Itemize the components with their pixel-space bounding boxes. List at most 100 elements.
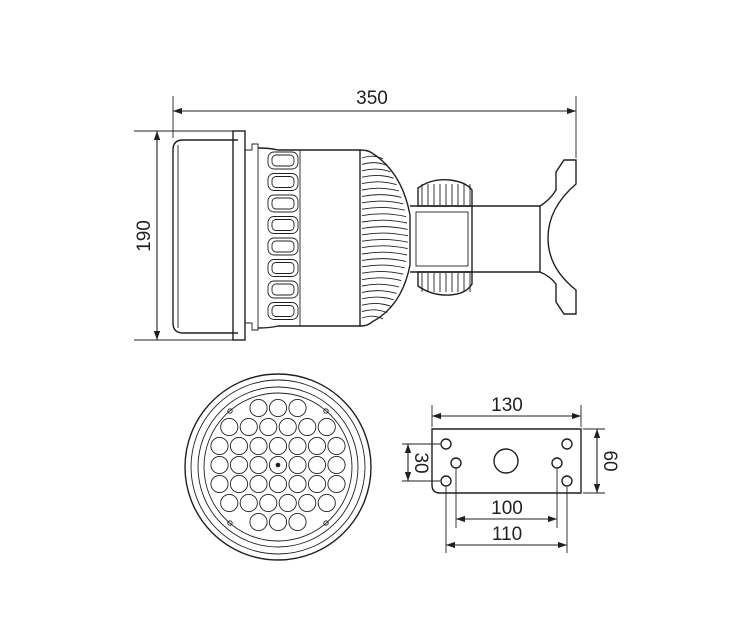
hole-mid-right [551,457,563,469]
fin-line [361,239,409,243]
plate-dimensions: 130 60 30 100 110 [402,395,620,553]
dim-height: 190 [134,220,155,252]
front-lens [172,139,238,334]
plate-center-hole [493,448,519,474]
plate-outline [431,428,582,494]
led-lens [249,436,268,456]
vent-slot [267,151,299,170]
led-lens [278,493,297,513]
vent-slot-inner [271,154,295,167]
fin-line [361,232,409,237]
led-lens [288,436,307,456]
fin-line [361,162,388,166]
fin-line [361,187,400,192]
dim-hole-vertical: 30 [410,452,431,473]
led-lens [307,455,327,475]
led-lens [307,474,327,494]
hole-top-left [440,438,452,450]
led-lens [249,474,268,494]
led-lens [307,436,327,456]
vent-slot [267,237,299,256]
fin-line [361,251,408,256]
led-lens [229,474,249,494]
fin-line [361,290,397,294]
yoke-arm [410,205,473,273]
fin-line [361,194,402,198]
led-lens [210,474,229,494]
front-outer-ring [184,373,372,561]
ring-screw [227,408,233,414]
led-lens [259,417,278,437]
led-lens [278,417,297,437]
led-lens [268,512,288,532]
vent-slot-inner [271,262,295,274]
led-lens [249,512,268,532]
vent-slot [267,194,299,213]
pivot-knob [417,178,473,207]
center-marker [275,462,281,468]
vent-slot-inner [271,240,295,253]
led-lens [327,474,346,494]
ring-screw [227,520,233,526]
vent-slot [267,280,299,299]
led-lens [288,455,307,475]
led-lens [268,455,288,475]
hole-bottom-right [561,475,573,487]
side-dimensions: 350 190 [134,88,577,341]
led-lens [210,455,229,475]
dim-hole-inner: 100 [491,498,523,519]
fin-line [361,303,391,307]
led-lens [288,474,307,494]
fin-line [361,200,404,205]
hole-bottom-left [440,475,452,487]
led-lens [327,436,346,456]
led-lens [298,417,317,437]
dim-plate-height: 60 [599,450,620,471]
front-bezel [232,130,246,341]
fin-line [361,296,394,301]
fin-line [361,207,405,211]
vent-slot-inner [271,176,295,188]
led-lens [268,436,288,456]
led-lens [249,455,268,475]
fin-line [361,219,408,224]
mounting-bracket [539,159,577,315]
hole-top-right [561,438,573,450]
led-lens [317,493,336,513]
fin-line [361,245,408,250]
vent-slots [267,151,299,320]
side-view [172,130,577,341]
led-lens [229,436,249,456]
led-lens [259,493,278,513]
led-lens [268,398,288,418]
led-lens [327,455,346,475]
fin-line [361,264,405,269]
led-lens [317,417,336,437]
fin-line [361,181,397,186]
ring-screw [323,520,329,526]
fin-line [361,277,402,282]
mounting-plate [431,428,582,494]
led-array [210,398,346,532]
fin-line [361,175,394,179]
front-view [184,373,372,561]
vent-slot-inner [271,219,295,231]
fin-line [361,155,384,160]
ring-screw [323,408,329,414]
fin-line [361,168,391,173]
led-lens [249,398,268,418]
fin-line [361,315,384,320]
vent-slot-inner [271,305,295,317]
led-lens [268,474,288,494]
dim-hole-outer: 110 [492,524,522,545]
fin-line [361,226,408,230]
heat-sink [359,149,411,327]
led-lens [220,493,239,513]
led-lens [288,512,307,532]
fin-line [361,309,388,314]
led-lens [220,417,239,437]
led-lens [288,398,307,418]
pivot-knob-ridges [421,184,471,292]
fin-line [361,283,400,288]
